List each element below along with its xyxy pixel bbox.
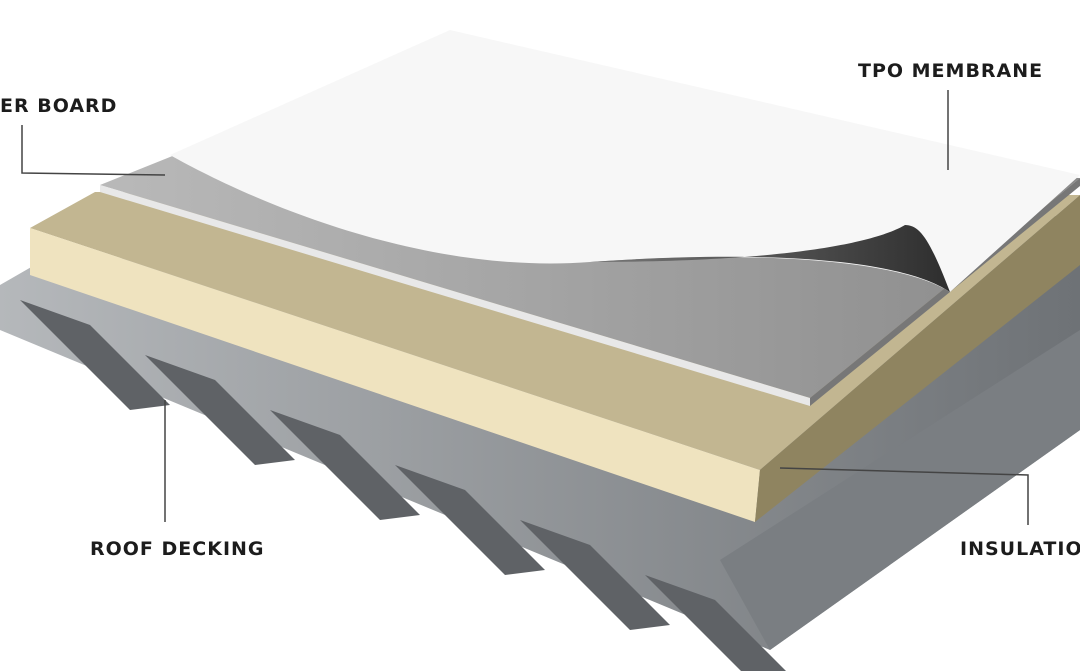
tpo-membrane-label: TPO MEMBRANE — [858, 60, 1044, 82]
deck-flute — [145, 355, 295, 465]
deck-flute — [395, 465, 545, 575]
tpo-membrane-layer — [170, 30, 1080, 292]
deck-flute — [645, 575, 786, 671]
insulation-leader-line — [779, 467, 1029, 525]
cover-board-label: ER BOARD — [0, 95, 118, 117]
deck-flute — [520, 520, 670, 630]
insulation-label: INSULATIO — [960, 538, 1080, 560]
roof-decking-label: ROOF DECKING — [90, 538, 265, 560]
cover-board-leader-line — [21, 125, 166, 176]
deck-flute — [20, 300, 170, 410]
deck-flute — [270, 410, 420, 520]
